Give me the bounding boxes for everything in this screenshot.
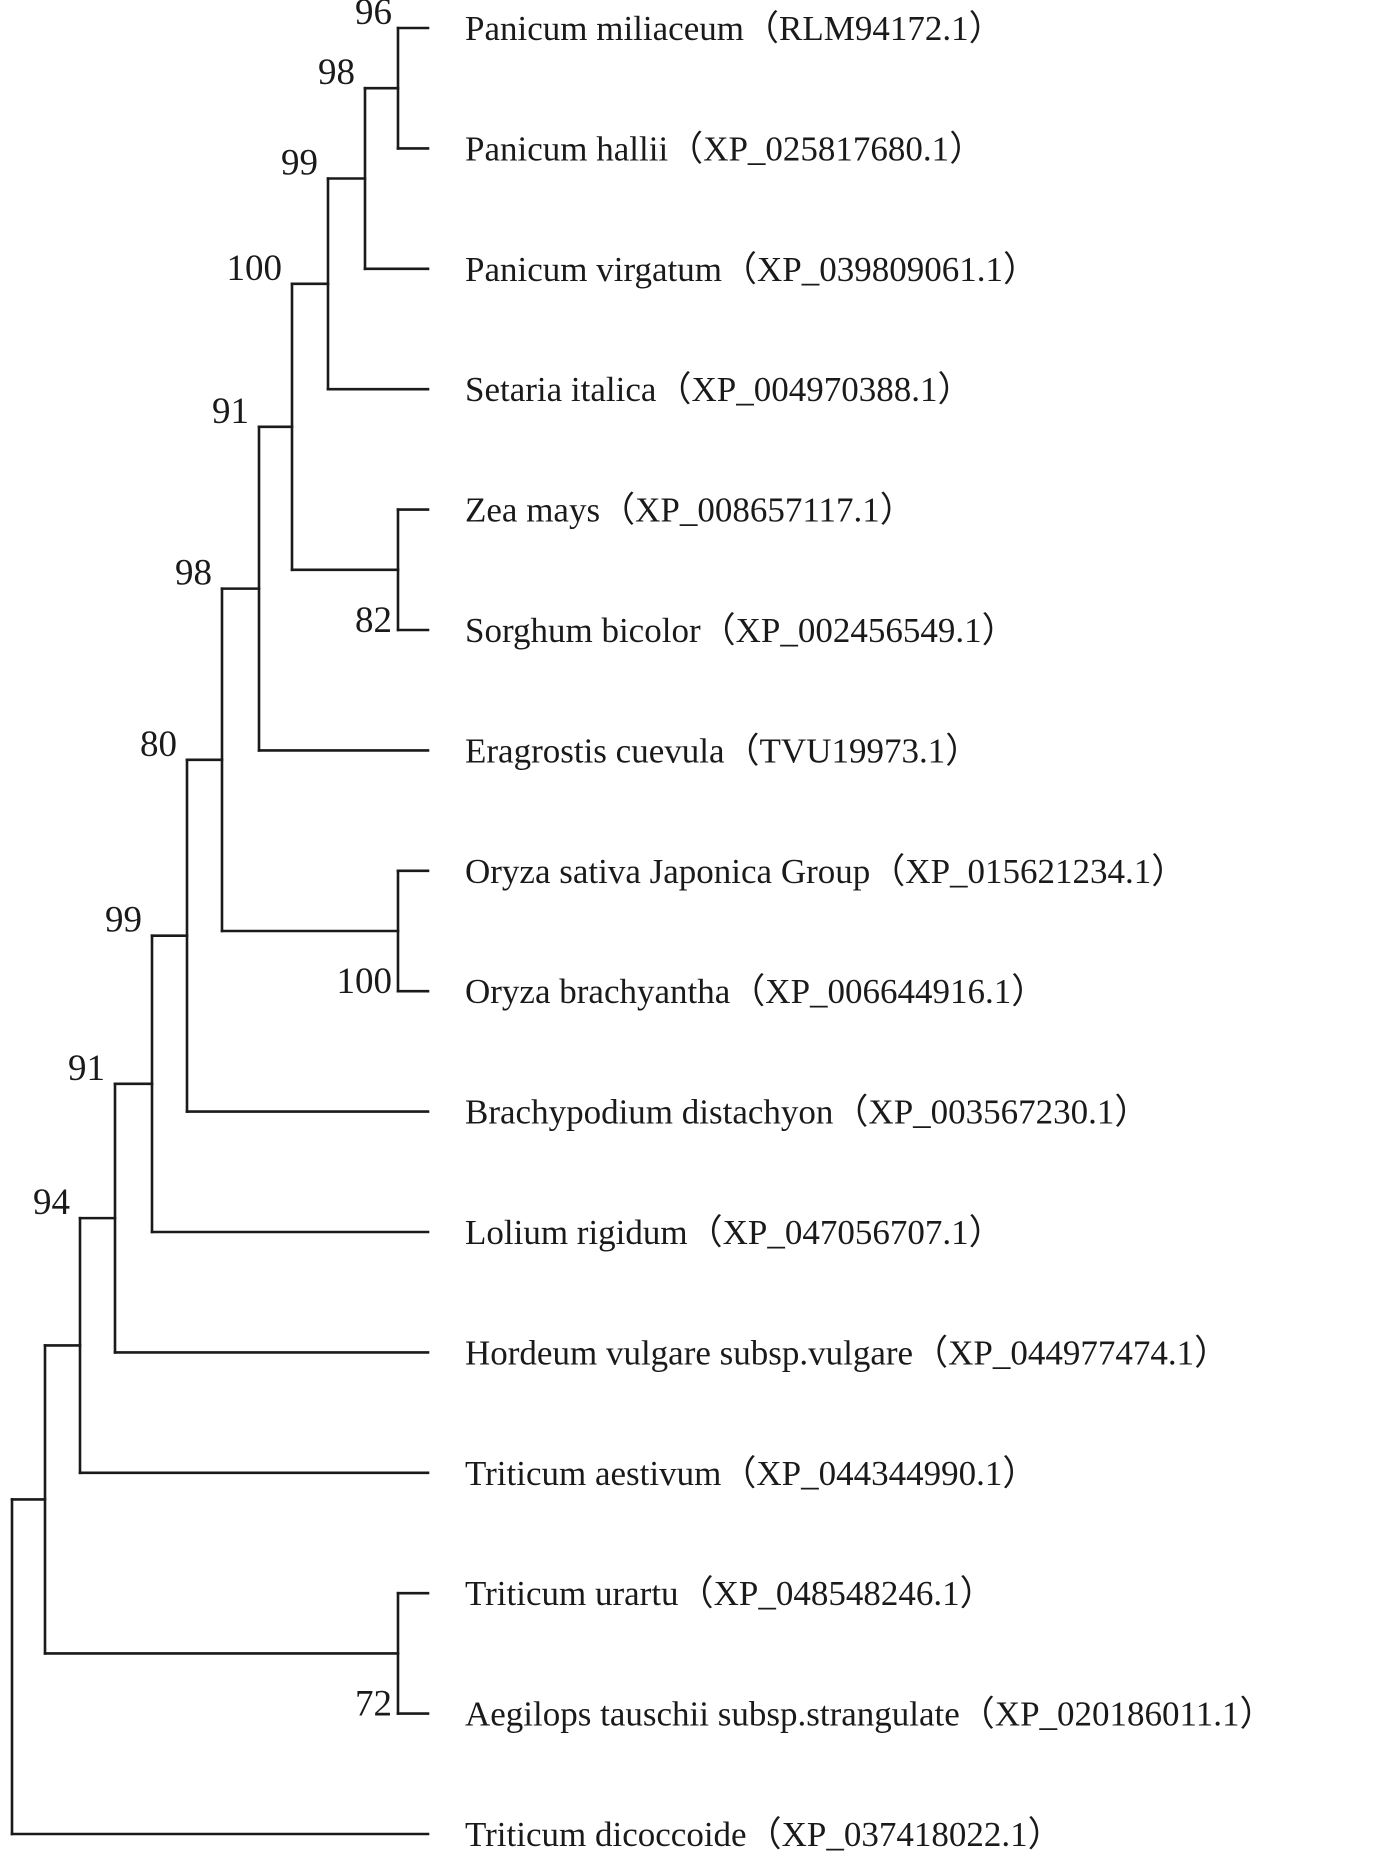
species-name: Setaria italica <box>465 370 657 409</box>
accession-number: XP_015621234.1 <box>905 852 1151 891</box>
open-paren: （ <box>656 370 691 409</box>
accession-number: XP_020186011.1 <box>995 1695 1240 1734</box>
close-paren: ） <box>1194 1333 1229 1372</box>
bootstrap-value: 100 <box>337 961 393 1002</box>
accession-number: XP_003567230.1 <box>868 1093 1114 1132</box>
accession-number: XP_008657117.1 <box>635 491 880 530</box>
taxon-label: Oryza brachyantha（XP_006644916.1） <box>465 972 1046 1011</box>
open-paren: （ <box>722 250 757 289</box>
taxon-label: Setaria italica（XP_004970388.1） <box>465 370 972 409</box>
close-paren: ） <box>960 1574 995 1613</box>
bootstrap-value: 80 <box>140 724 177 765</box>
close-paren: ） <box>1011 972 1046 1011</box>
bootstrap-value: 82 <box>355 600 392 641</box>
accession-number: XP_044344990.1 <box>756 1454 1002 1493</box>
close-paren: ） <box>1003 250 1038 289</box>
close-paren: ） <box>937 370 972 409</box>
species-name: Panicum virgatum <box>465 250 722 289</box>
open-paren: （ <box>600 491 635 530</box>
species-name: Zea mays <box>465 491 600 530</box>
accession-number: XP_047056707.1 <box>723 1213 969 1252</box>
bootstrap-value: 91 <box>212 391 249 432</box>
species-name: Eragrostis cuevula <box>465 731 725 770</box>
bootstrap-value: 96 <box>355 0 392 33</box>
bootstrap-value: 72 <box>355 1684 392 1725</box>
accession-number: TVU19973.1 <box>760 731 946 770</box>
open-paren: （ <box>679 1574 714 1613</box>
taxon-labels: Panicum miliaceum（RLM94172.1）Panicum hal… <box>465 9 1275 1854</box>
accession-number: XP_004970388.1 <box>691 370 937 409</box>
close-paren: ） <box>1114 1093 1149 1132</box>
taxon-label: Aegilops tauschii subsp.strangulate（XP_0… <box>465 1695 1275 1734</box>
close-paren: ） <box>1240 1695 1275 1734</box>
bootstrap-value: 94 <box>33 1182 70 1223</box>
open-paren: （ <box>668 129 703 168</box>
close-paren: ） <box>880 491 915 530</box>
close-paren: ） <box>969 1213 1004 1252</box>
taxon-label: Panicum miliaceum（RLM94172.1） <box>465 9 1004 48</box>
open-paren: （ <box>701 611 736 650</box>
species-name: Lolium rigidum <box>465 1213 688 1252</box>
species-name: Triticum urartu <box>465 1574 679 1613</box>
taxon-label: Zea mays（XP_008657117.1） <box>465 491 915 530</box>
species-name: Brachypodium distachyon <box>465 1093 833 1132</box>
open-paren: （ <box>833 1093 868 1132</box>
accession-number: XP_002456549.1 <box>736 611 982 650</box>
bootstrap-value: 99 <box>281 143 318 184</box>
accession-number: XP_044977474.1 <box>948 1333 1194 1372</box>
open-paren: （ <box>870 852 905 891</box>
close-paren: ） <box>1028 1815 1063 1854</box>
close-paren: ） <box>945 731 980 770</box>
accession-number: XP_039809061.1 <box>757 250 1003 289</box>
species-name: Sorghum bicolor <box>465 611 701 650</box>
taxon-label: Lolium rigidum（XP_047056707.1） <box>465 1213 1004 1252</box>
close-paren: ） <box>949 129 984 168</box>
tree-branches <box>10 26 430 1836</box>
taxon-label: Triticum dicoccoide（XP_037418022.1） <box>465 1815 1063 1854</box>
species-name: Oryza sativa Japonica Group <box>465 852 870 891</box>
accession-number: XP_037418022.1 <box>782 1815 1028 1854</box>
taxon-label: Brachypodium distachyon（XP_003567230.1） <box>465 1093 1149 1132</box>
taxon-label: Panicum virgatum（XP_039809061.1） <box>465 250 1038 289</box>
taxon-label: Panicum hallii（XP_025817680.1） <box>465 129 984 168</box>
open-paren: （ <box>913 1333 948 1372</box>
taxon-label: Triticum aestivum（XP_044344990.1） <box>465 1454 1037 1493</box>
species-name: Aegilops tauschii subsp.strangulate <box>465 1695 960 1734</box>
species-name: Panicum miliaceum <box>465 9 744 48</box>
accession-number: XP_025817680.1 <box>703 129 949 168</box>
close-paren: ） <box>969 9 1004 48</box>
open-paren: （ <box>747 1815 782 1854</box>
bootstrap-value: 99 <box>105 900 142 941</box>
open-paren: （ <box>725 731 760 770</box>
species-name: Hordeum vulgare subsp.vulgare <box>465 1333 913 1372</box>
open-paren: （ <box>960 1695 995 1734</box>
open-paren: （ <box>721 1454 756 1493</box>
species-name: Triticum aestivum <box>465 1454 721 1493</box>
species-name: Panicum hallii <box>465 129 668 168</box>
taxon-label: Hordeum vulgare subsp.vulgare（XP_0449774… <box>465 1333 1229 1372</box>
open-paren: （ <box>688 1213 723 1252</box>
accession-number: XP_048548246.1 <box>714 1574 960 1613</box>
accession-number: XP_006644916.1 <box>765 972 1011 1011</box>
taxon-label: Triticum urartu（XP_048548246.1） <box>465 1574 995 1613</box>
taxon-label: Eragrostis cuevula（TVU19973.1） <box>465 731 980 770</box>
bootstrap-value: 98 <box>318 52 355 93</box>
species-name: Oryza brachyantha <box>465 972 731 1011</box>
species-name: Triticum dicoccoide <box>465 1815 747 1854</box>
accession-number: RLM94172.1 <box>779 9 969 48</box>
open-paren: （ <box>730 972 765 1011</box>
bootstrap-value: 91 <box>68 1048 105 1089</box>
bootstrap-value: 100 <box>227 248 283 289</box>
close-paren: ） <box>982 611 1017 650</box>
close-paren: ） <box>1151 852 1186 891</box>
open-paren: （ <box>744 9 779 48</box>
taxon-label: Sorghum bicolor（XP_002456549.1） <box>465 611 1017 650</box>
close-paren: ） <box>1002 1454 1037 1493</box>
bootstrap-value: 98 <box>175 553 212 594</box>
taxon-label: Oryza sativa Japonica Group（XP_015621234… <box>465 852 1186 891</box>
